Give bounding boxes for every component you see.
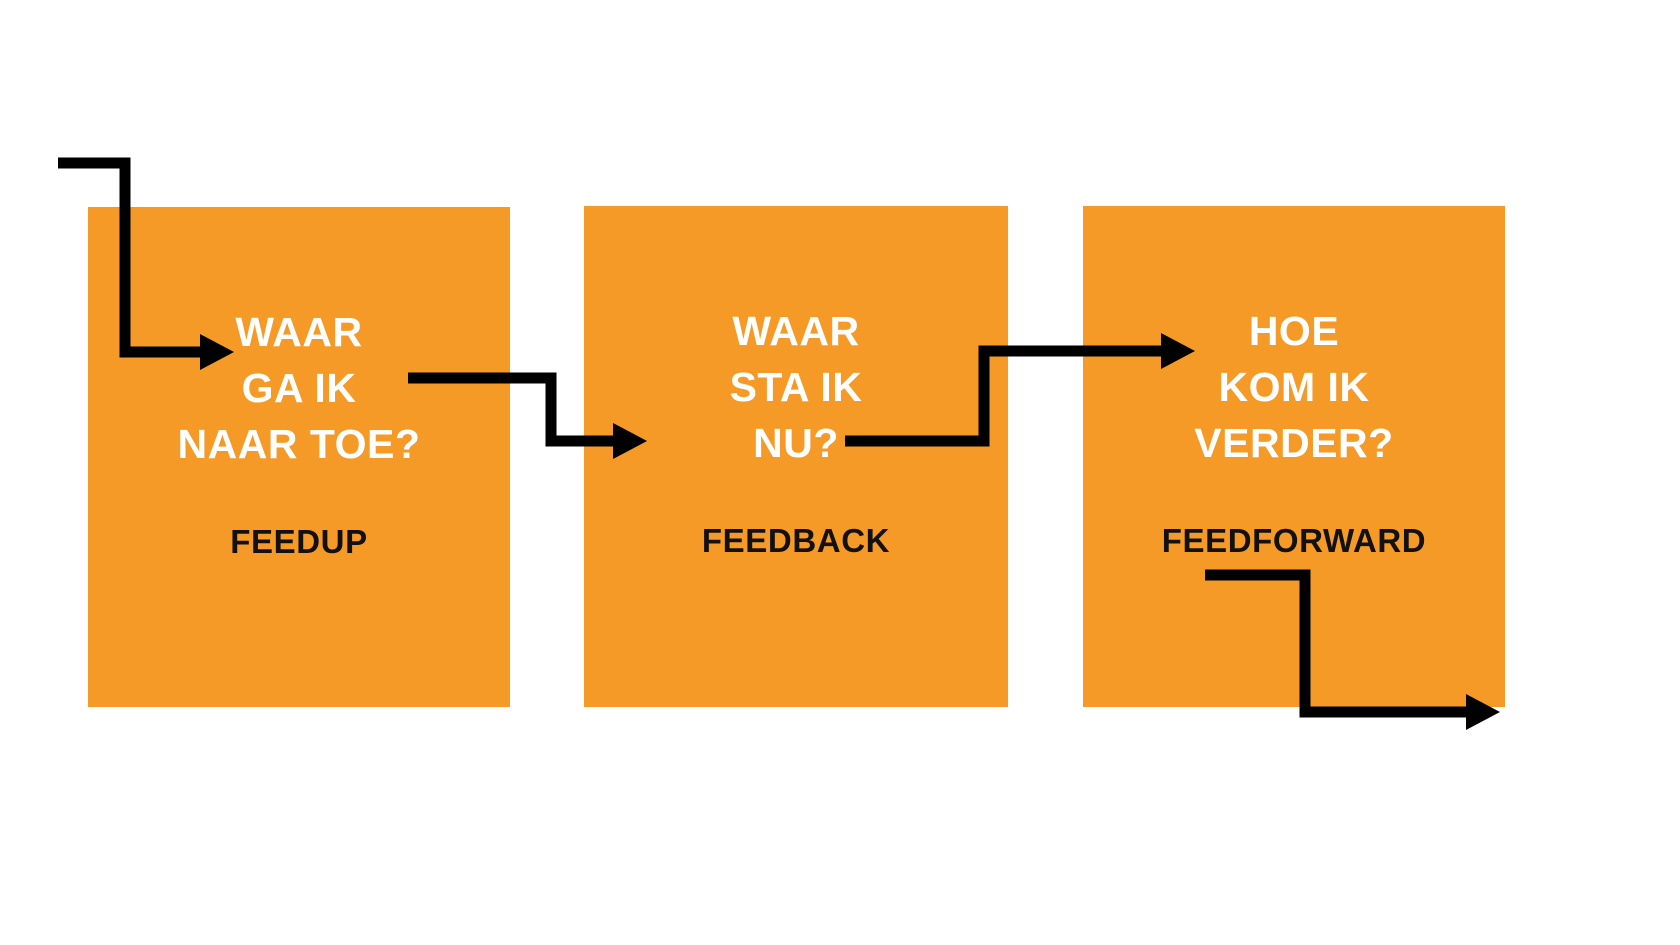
box-feedforward[interactable]: HOE KOM IK VERDER? FEEDFORWARD bbox=[1083, 206, 1505, 707]
box-feedback-question: WAAR STA IK NU? bbox=[729, 308, 863, 466]
box-feedup-caption: FEEDUP bbox=[230, 523, 368, 560]
box-feedup[interactable]: WAAR GA IK NAAR TOE? FEEDUP bbox=[88, 207, 510, 707]
box-feedforward-caption: FEEDFORWARD bbox=[1161, 522, 1427, 559]
box-feedup-question: WAAR GA IK NAAR TOE? bbox=[177, 309, 421, 467]
box-feedback[interactable]: WAAR STA IK NU? FEEDBACK bbox=[584, 206, 1008, 707]
box-feedforward-question: HOE KOM IK VERDER? bbox=[1194, 308, 1394, 466]
box-feedback-caption: FEEDBACK bbox=[701, 522, 891, 559]
